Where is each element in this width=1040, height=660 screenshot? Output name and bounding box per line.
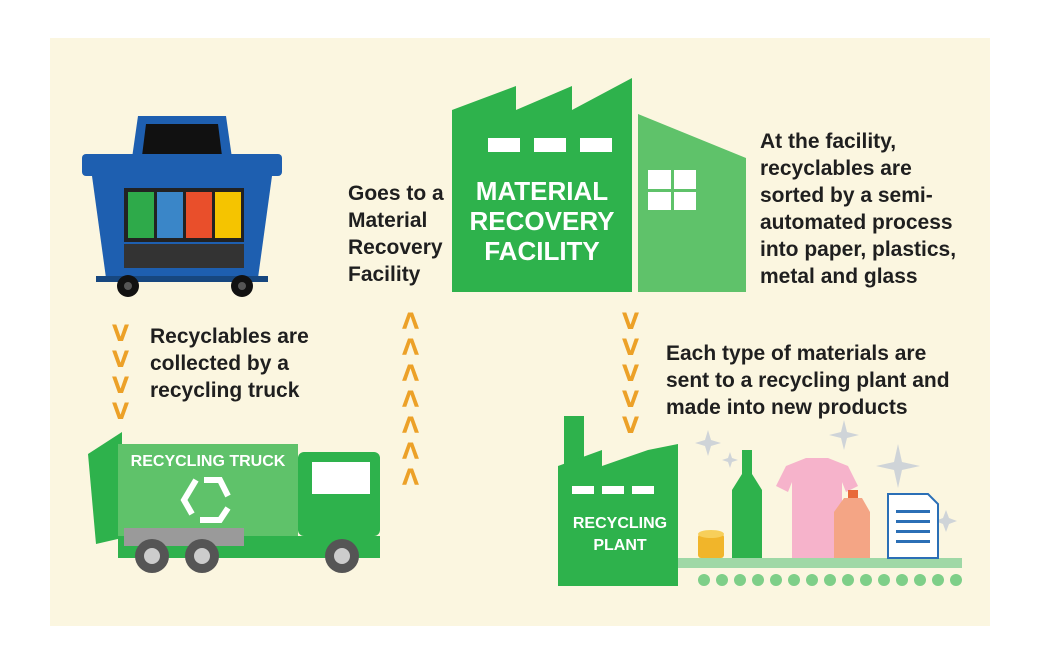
up-arrow: Λ xyxy=(402,310,420,335)
recycling-bin-icon xyxy=(82,116,282,297)
coin-stack-icon xyxy=(698,530,724,558)
conveyor-belt-icon xyxy=(698,574,962,586)
up-arrow: Λ xyxy=(402,388,420,413)
down-arrow: V xyxy=(112,322,130,347)
mrf-label-line3: FACILITY xyxy=(484,236,600,266)
mrf-label-line1: MATERIAL xyxy=(476,176,609,206)
mrf-label-line2: RECOVERY xyxy=(470,206,615,236)
truck-label: RECYCLING TRUCK xyxy=(131,453,286,470)
down-arrow: V xyxy=(112,348,130,373)
down-arrow: V xyxy=(112,374,130,399)
detergent-bottle-icon xyxy=(834,490,870,558)
up-arrow: Λ xyxy=(402,440,420,465)
plant-label-line1: RECYCLING xyxy=(573,515,667,532)
step-goes-to-text: Goes to a Material Recovery Facility xyxy=(348,182,444,286)
step-collect-text: Recyclables are collected by a recycling… xyxy=(150,325,309,402)
recycle-symbol-icon xyxy=(180,477,231,523)
step-each-type-text: Each type of materials are sent to a rec… xyxy=(666,342,950,419)
step-sorted-text: At the facility, recyclables are sorted … xyxy=(760,130,957,288)
down-arrow: V xyxy=(622,336,640,361)
down-arrow: V xyxy=(112,400,130,425)
up-arrow: Λ xyxy=(402,414,420,439)
recycling-truck: RECYCLING TRUCK xyxy=(88,432,380,573)
down-arrow: V xyxy=(622,362,640,387)
up-arrow: Λ xyxy=(402,466,420,491)
plant-label-line2: PLANT xyxy=(593,537,647,554)
bottle-icon xyxy=(732,450,762,558)
up-arrow: Λ xyxy=(402,336,420,361)
down-arrow: V xyxy=(622,310,640,335)
down-arrow: V xyxy=(622,388,640,413)
document-icon xyxy=(887,493,939,559)
up-arrow: Λ xyxy=(402,362,420,387)
sparkle-icon xyxy=(695,420,957,532)
recycling-plant: RECYCLING PLANT xyxy=(558,416,962,586)
factory-icon: MATERIAL RECOVERY FACILITY xyxy=(452,78,746,292)
down-arrow: V xyxy=(622,414,640,439)
